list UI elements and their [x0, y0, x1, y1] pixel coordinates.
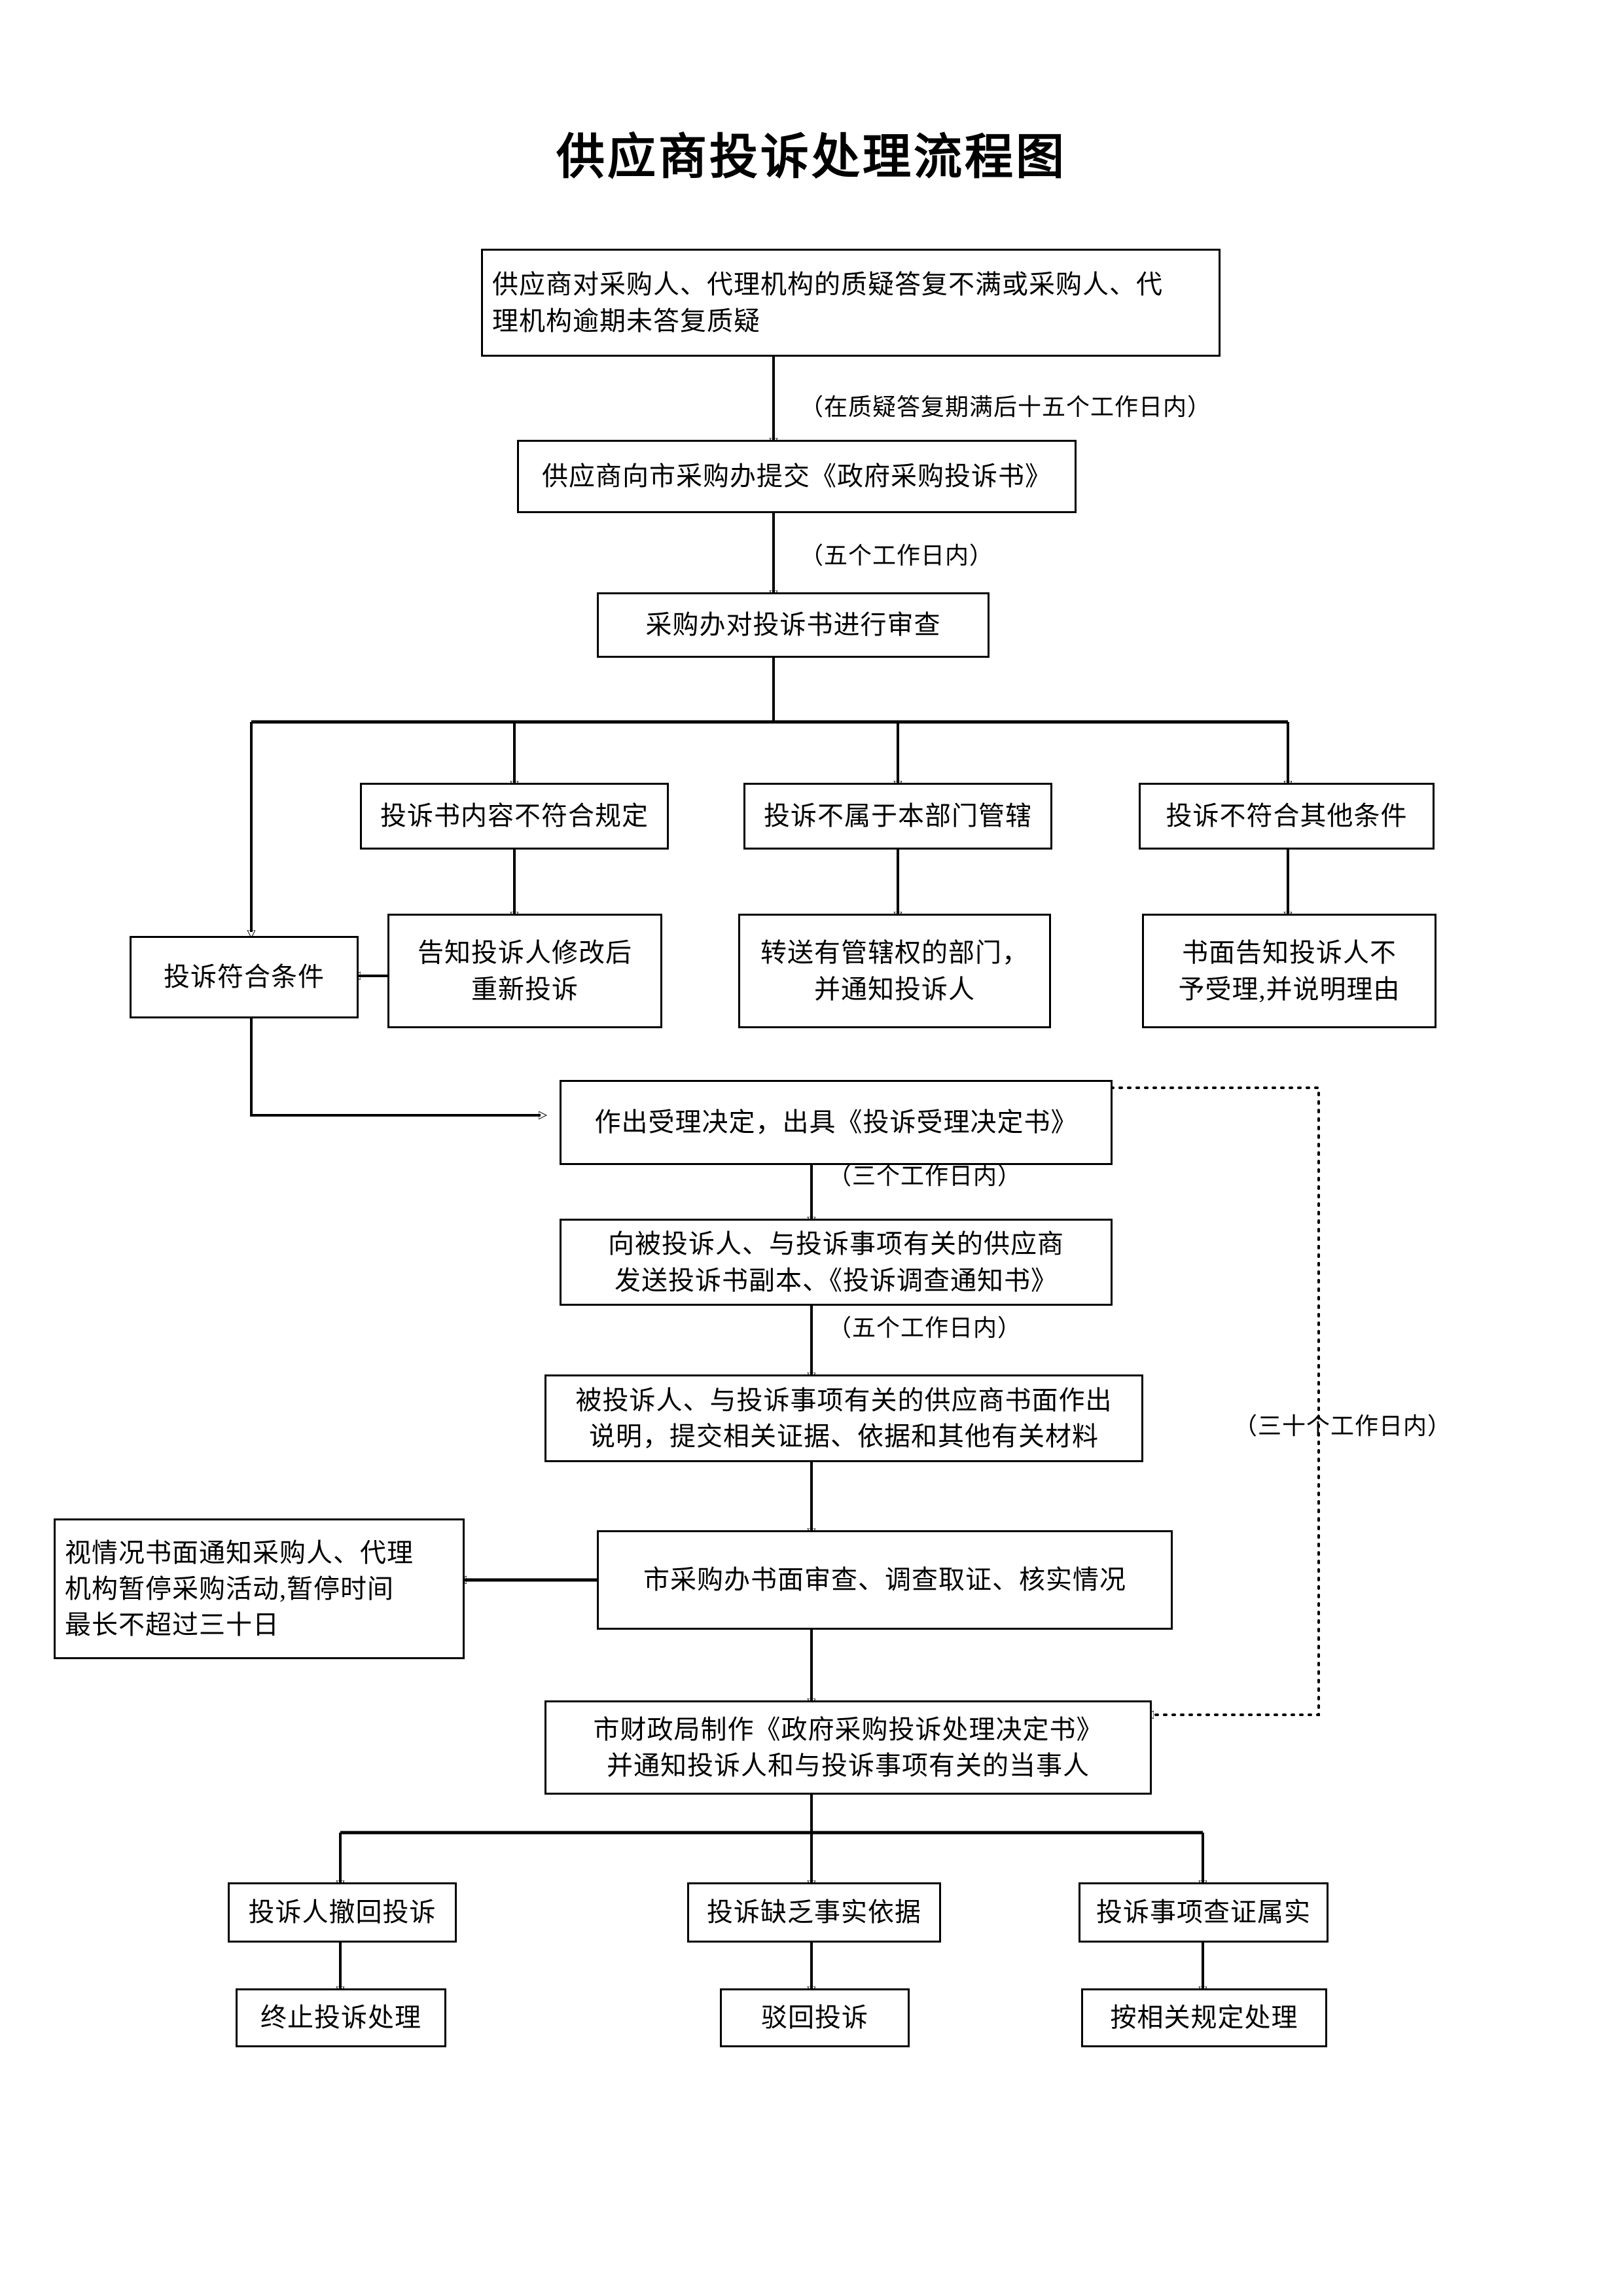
node-label: 驳回投诉 [761, 2003, 868, 2033]
node-terminate-processing[interactable]: 终止投诉处理 [236, 1988, 446, 2047]
node-branch-content-noncompliant[interactable]: 投诉书内容不符合规定 [360, 783, 669, 850]
node-label: 采购办对投诉书进行审查 [645, 610, 941, 640]
node-written-review-investigation[interactable]: 市采购办书面审查、调查取证、核实情况 [597, 1530, 1173, 1630]
node-label: 终止投诉处理 [260, 2003, 421, 2033]
annotation-15-workdays: （在质疑答复期满后十五个工作日内） [800, 394, 1212, 420]
node-label: 市财政局制作《政府采购投诉处理决定书》 并通知投诉人和与投诉事项有关的当事人 [593, 1714, 1103, 1780]
node-label: 作出受理决定，出具《投诉受理决定书》 [594, 1107, 1078, 1138]
annotation-3-workdays: （三个工作日内） [828, 1163, 1022, 1189]
node-label: 转送有管辖权的部门， 并通知投诉人 [760, 938, 1029, 1004]
node-complaint-qualified[interactable]: 投诉符合条件 [130, 936, 359, 1018]
node-result-no-factual-basis[interactable]: 投诉缺乏事实依据 [687, 1882, 941, 1943]
node-label: 投诉书内容不符合规定 [380, 801, 649, 831]
node-submit-complaint[interactable]: 供应商向市采购办提交《政府采购投诉书》 [517, 440, 1077, 513]
node-acceptance-decision[interactable]: 作出受理决定，出具《投诉受理决定书》 [560, 1080, 1113, 1165]
node-label: 投诉不符合其他条件 [1166, 801, 1408, 831]
node-transfer-to-authority[interactable]: 转送有管辖权的部门， 并通知投诉人 [738, 914, 1051, 1028]
node-label: 投诉缺乏事实依据 [707, 1897, 921, 1928]
node-written-explanation-evidence[interactable]: 被投诉人、与投诉事项有关的供应商书面作出 说明，提交相关证据、依据和其他有关材料 [544, 1374, 1143, 1462]
page-title: 供应商投诉处理流程图 [556, 131, 1067, 185]
node-finance-bureau-decision[interactable]: 市财政局制作《政府采购投诉处理决定书》 并通知投诉人和与投诉事项有关的当事人 [544, 1700, 1152, 1795]
node-label: 被投诉人、与投诉事项有关的供应商书面作出 说明，提交相关证据、依据和其他有关材料 [575, 1385, 1113, 1451]
node-review-complaint[interactable]: 采购办对投诉书进行审查 [597, 592, 990, 658]
node-label: 投诉符合条件 [164, 962, 325, 992]
node-label: 书面告知投诉人不 予受理,并说明理由 [1178, 938, 1400, 1004]
annotation-30-workdays: （三十个工作日内） [1234, 1413, 1452, 1439]
node-handle-per-regulations[interactable]: 按相关规定处理 [1081, 1988, 1327, 2047]
node-label: 投诉不属于本部门管辖 [764, 801, 1032, 831]
node-suspend-procurement-notice[interactable]: 视情况书面通知采购人、代理 机构暂停采购活动,暂停时间 最长不超过三十日 [54, 1518, 465, 1659]
node-label: 向被投诉人、与投诉事项有关的供应商 发送投诉书副本、《投诉调查通知书》 [608, 1229, 1064, 1295]
node-label: 市采购办书面审查、调查取证、核实情况 [643, 1565, 1126, 1595]
node-result-withdrawn[interactable]: 投诉人撤回投诉 [228, 1882, 457, 1943]
node-branch-not-jurisdiction[interactable]: 投诉不属于本部门管辖 [743, 783, 1052, 850]
node-label: 投诉事项查证属实 [1096, 1897, 1311, 1928]
node-written-rejection[interactable]: 书面告知投诉人不 予受理,并说明理由 [1142, 914, 1436, 1028]
node-label: 告知投诉人修改后 重新投诉 [418, 938, 632, 1004]
node-notify-revise-resubmit[interactable]: 告知投诉人修改后 重新投诉 [387, 914, 662, 1028]
annotation-5-workdays-explain: （五个工作日内） [828, 1315, 1022, 1341]
node-supplier-dissatisfied[interactable]: 供应商对采购人、代理机构的质疑答复不满或采购人、代 理机构逾期未答复质疑 [481, 249, 1221, 357]
node-branch-other-conditions[interactable]: 投诉不符合其他条件 [1139, 783, 1435, 850]
node-label: 视情况书面通知采购人、代理 机构暂停采购活动,暂停时间 最长不超过三十日 [65, 1537, 414, 1640]
node-label: 按相关规定处理 [1110, 2003, 1298, 2033]
node-label: 供应商向市采购办提交《政府采购投诉书》 [542, 461, 1052, 492]
node-result-verified-true[interactable]: 投诉事项查证属实 [1079, 1882, 1329, 1943]
node-label: 投诉人撤回投诉 [248, 1897, 437, 1928]
annotation-5-workdays-review: （五个工作日内） [800, 543, 994, 569]
node-label: 供应商对采购人、代理机构的质疑答复不满或采购人、代 理机构逾期未答复质疑 [492, 270, 1163, 336]
node-dismiss-complaint[interactable]: 驳回投诉 [720, 1988, 910, 2047]
node-send-copy-investigation-notice[interactable]: 向被投诉人、与投诉事项有关的供应商 发送投诉书副本、《投诉调查通知书》 [560, 1219, 1113, 1306]
